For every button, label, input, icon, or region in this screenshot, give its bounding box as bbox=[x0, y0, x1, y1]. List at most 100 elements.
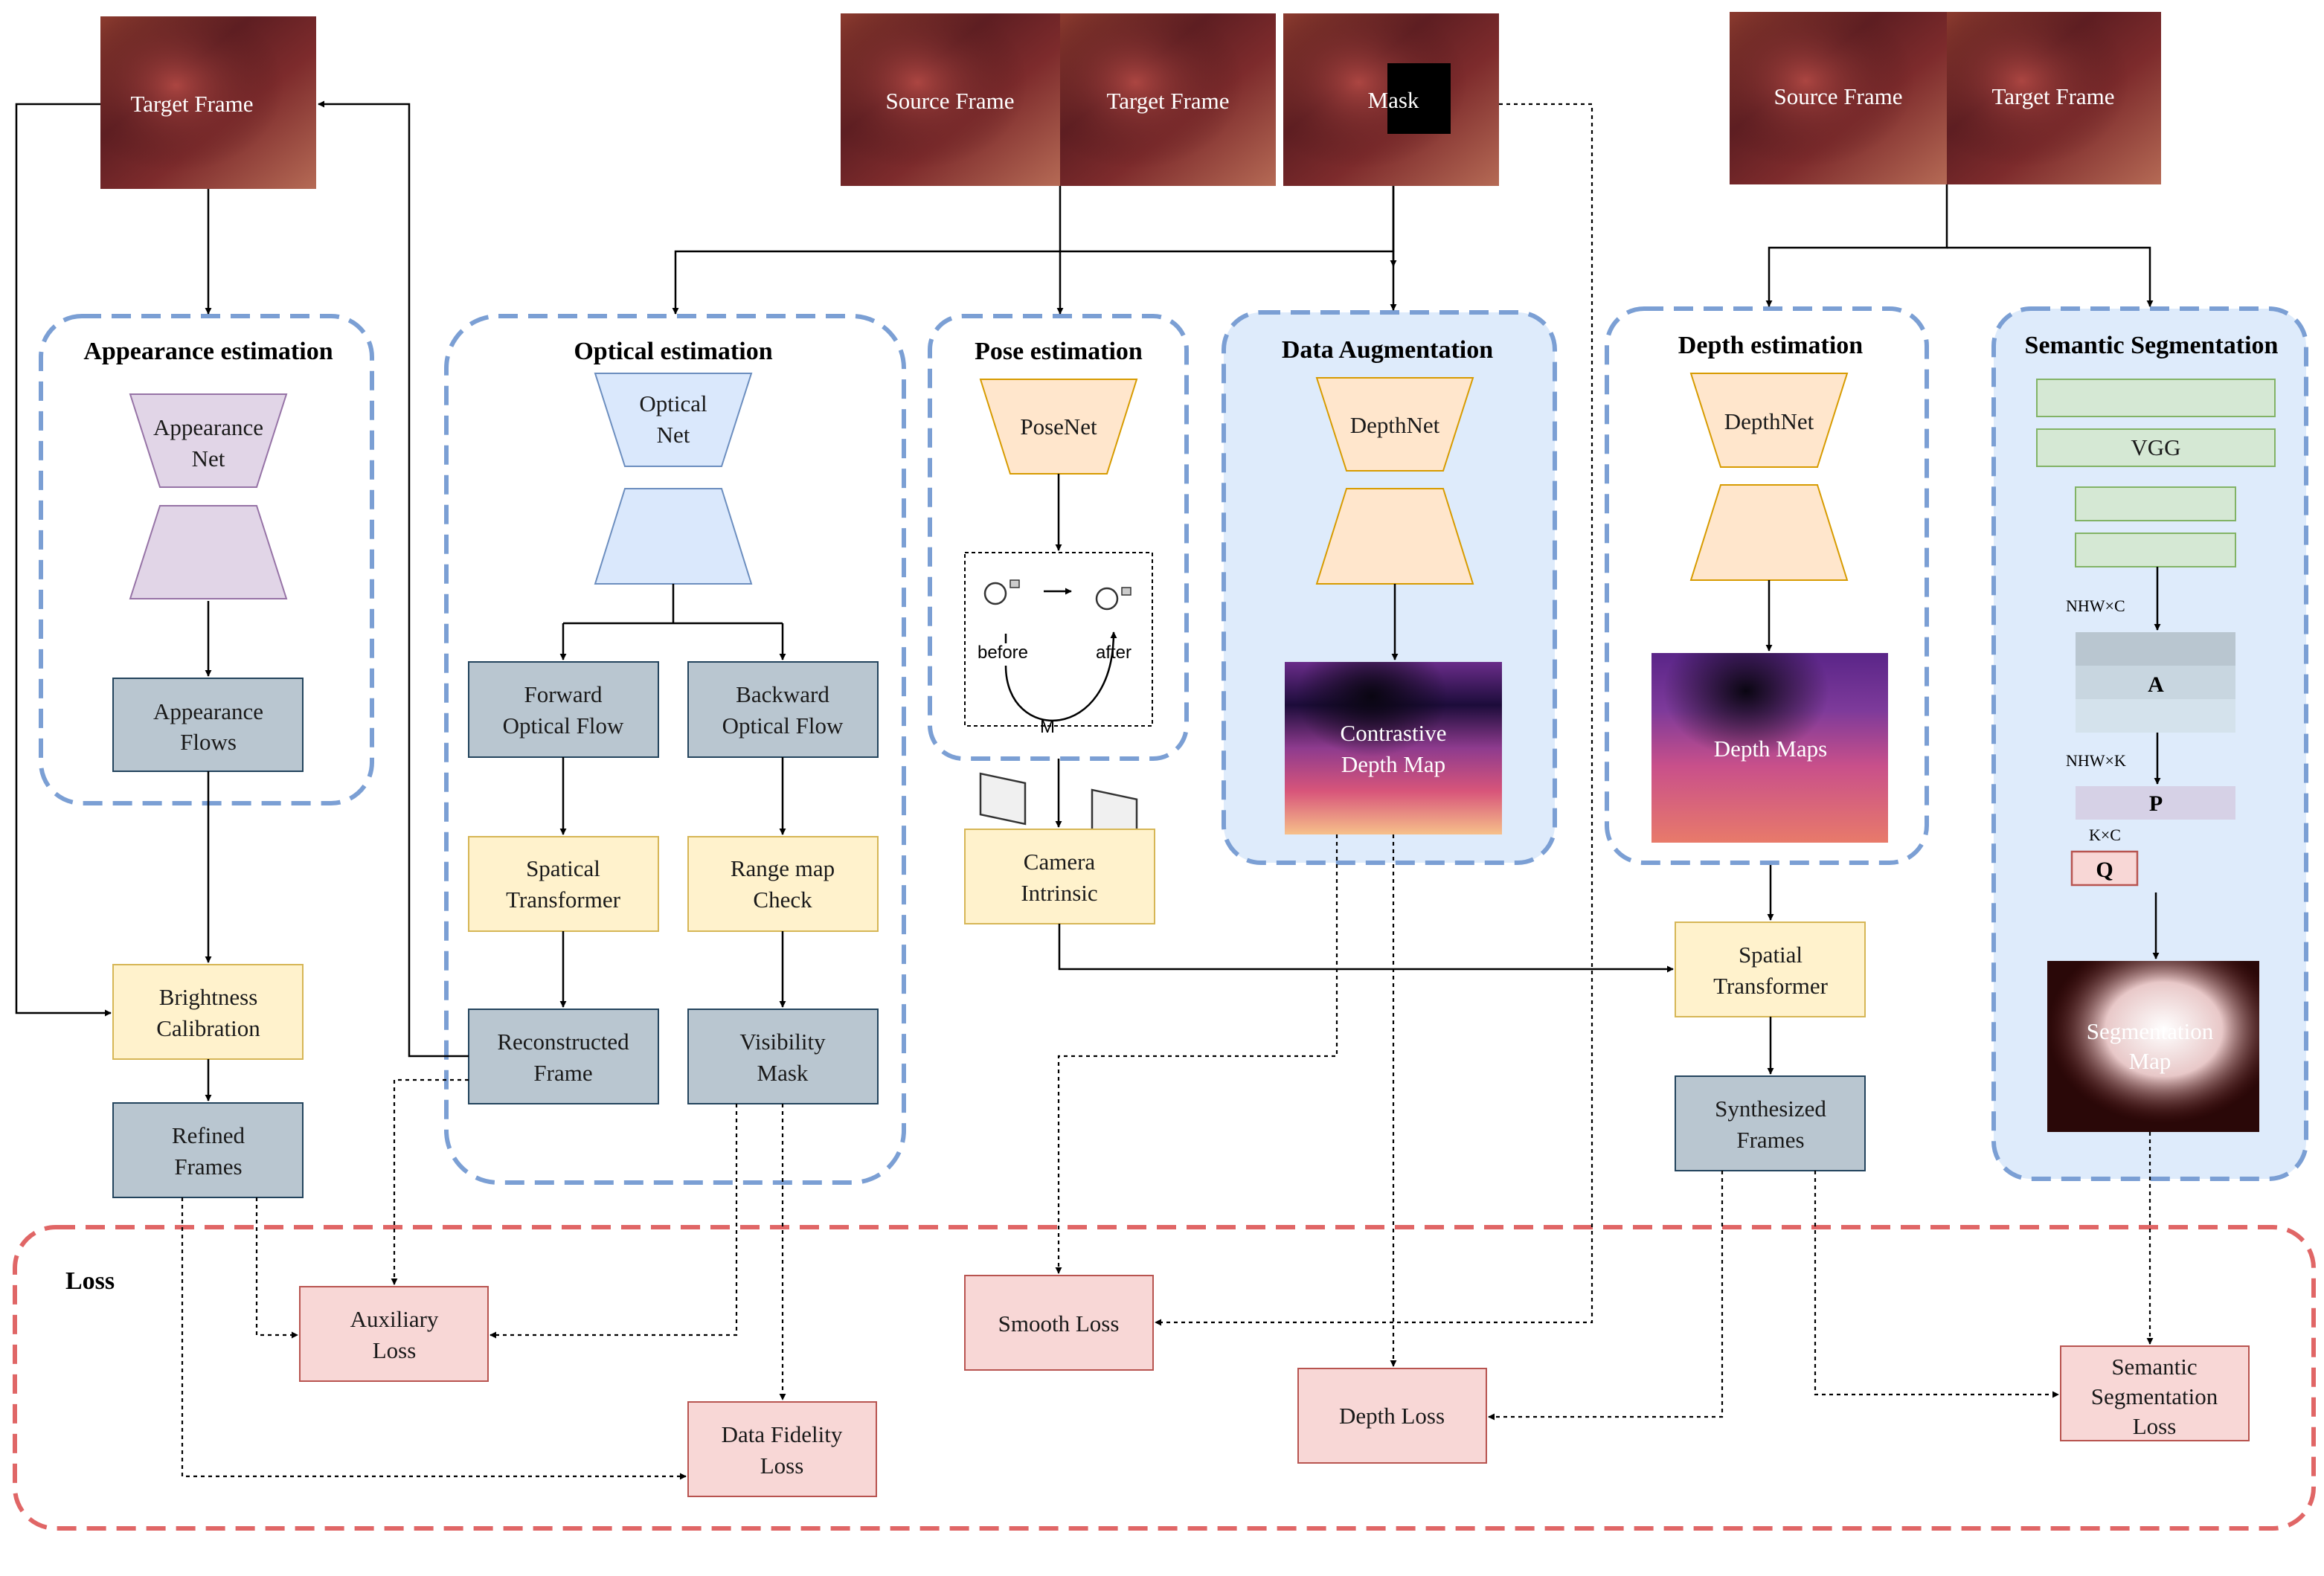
pose-source-frame: Source Frame bbox=[841, 13, 1060, 186]
svg-text:Reconstructed: Reconstructed bbox=[497, 1029, 629, 1055]
svg-text:Camera: Camera bbox=[1024, 849, 1096, 875]
backward-optical-flow-box: Backward Optical Flow bbox=[687, 661, 879, 758]
appearance-flows-box: Appearance Flows bbox=[112, 678, 304, 772]
depth-target-frame: Target Frame bbox=[1947, 12, 2161, 184]
motion-m-label: M bbox=[1040, 717, 1055, 737]
svg-text:Optical Flow: Optical Flow bbox=[722, 713, 844, 739]
svg-text:Target Frame: Target Frame bbox=[1991, 83, 2114, 109]
camera-before-icon bbox=[979, 579, 1027, 826]
depth-loss-box: Depth Loss bbox=[1297, 1368, 1487, 1464]
camera-motion-panel bbox=[964, 552, 1153, 727]
nhwk-label: NHW×K bbox=[2066, 751, 2126, 770]
camera-intrinsic-box: Camera Intrinsic bbox=[964, 829, 1155, 924]
data-fidelity-loss-box: Data Fidelity Loss bbox=[687, 1401, 877, 1497]
svg-text:VGG: VGG bbox=[2131, 434, 2180, 460]
svg-text:Data Fidelity: Data Fidelity bbox=[722, 1421, 843, 1447]
optical-module bbox=[444, 314, 906, 1185]
svg-text:Auxiliary: Auxiliary bbox=[350, 1306, 439, 1332]
svg-text:Optical: Optical bbox=[639, 390, 707, 416]
svg-text:Frames: Frames bbox=[1736, 1127, 1804, 1153]
svg-text:Contrastive: Contrastive bbox=[1341, 720, 1447, 746]
svg-text:Depth Loss: Depth Loss bbox=[1339, 1403, 1445, 1429]
svg-text:Loss: Loss bbox=[373, 1337, 417, 1363]
svg-text:Semantic: Semantic bbox=[2111, 1354, 2197, 1380]
brightness-calibration-box: Brightness Calibration bbox=[112, 964, 304, 1060]
svg-text:Frame: Frame bbox=[533, 1060, 592, 1086]
svg-text:Appearance: Appearance bbox=[153, 698, 263, 724]
svg-text:Mask: Mask bbox=[1368, 87, 1419, 113]
segmentation-map-image: Segmentation Map bbox=[2047, 961, 2259, 1132]
svg-text:Calibration: Calibration bbox=[156, 1015, 260, 1041]
vgg-layer-1 bbox=[2036, 379, 2276, 417]
augmentation-depthnet-decoder bbox=[1315, 488, 1474, 585]
depth-maps-image: Depth Maps bbox=[1651, 653, 1888, 843]
svg-text:Depth Map: Depth Map bbox=[1341, 751, 1445, 777]
svg-text:DepthNet: DepthNet bbox=[1350, 412, 1440, 438]
depth-module bbox=[1605, 306, 1929, 865]
svg-text:Loss: Loss bbox=[2133, 1413, 2177, 1439]
pose-title: Pose estimation bbox=[975, 338, 1143, 365]
svg-text:Check: Check bbox=[753, 887, 812, 913]
appearance-net-encoder: Appearance Net bbox=[129, 393, 288, 488]
spatial-transformer-box: Spatial Transformer bbox=[1675, 922, 1866, 1017]
svg-text:A: A bbox=[2148, 672, 2164, 697]
vgg-layer-4 bbox=[2075, 533, 2236, 567]
svg-text:Transformer: Transformer bbox=[506, 887, 621, 913]
forward-optical-flow-box: Forward Optical Flow bbox=[468, 661, 659, 758]
synthesized-frames-box: Synthesized Frames bbox=[1675, 1075, 1866, 1171]
range-map-check-box: Range map Check bbox=[687, 836, 879, 932]
svg-text:Mask: Mask bbox=[757, 1060, 809, 1086]
svg-text:Q: Q bbox=[2096, 858, 2113, 882]
loss-region bbox=[13, 1225, 2316, 1531]
matrix-p: P bbox=[2076, 786, 2235, 820]
visibility-mask-box: Visibility Mask bbox=[687, 1009, 879, 1104]
svg-text:Loss: Loss bbox=[760, 1453, 804, 1479]
reconstructed-frame-box: Reconstructed Frame bbox=[468, 1009, 659, 1104]
svg-text:Segmentation: Segmentation bbox=[2091, 1383, 2218, 1409]
refined-frames-box: Refined Frames bbox=[112, 1102, 304, 1198]
svg-text:Backward: Backward bbox=[736, 681, 829, 707]
before-label: before bbox=[978, 643, 1028, 663]
depth-depthnet-decoder bbox=[1689, 484, 1849, 581]
spatical-transformer-box: Spatical Transformer bbox=[468, 836, 659, 932]
appearance-title: Appearance estimation bbox=[83, 338, 333, 365]
svg-text:Visibility: Visibility bbox=[739, 1029, 826, 1055]
depth-depthnet-encoder: DepthNet bbox=[1689, 373, 1849, 468]
svg-text:Intrinsic: Intrinsic bbox=[1021, 880, 1097, 906]
contrastive-depth-map: Contrastive Depth Map bbox=[1285, 662, 1502, 834]
motion-curve bbox=[1004, 631, 1117, 722]
svg-text:Depth Maps: Depth Maps bbox=[1714, 736, 1827, 762]
svg-text:Target Frame: Target Frame bbox=[1106, 88, 1229, 114]
depth-title: Depth estimation bbox=[1678, 332, 1863, 359]
svg-text:Spatical: Spatical bbox=[526, 855, 600, 881]
augmentation-depthnet-encoder: DepthNet bbox=[1315, 377, 1474, 472]
svg-text:Map: Map bbox=[2129, 1048, 2171, 1074]
augmentation-title: Data Augmentation bbox=[1282, 336, 1493, 364]
svg-text:Optical Flow: Optical Flow bbox=[503, 713, 624, 739]
svg-text:Appearance: Appearance bbox=[153, 414, 263, 440]
pose-module bbox=[928, 314, 1189, 761]
svg-text:Frames: Frames bbox=[174, 1154, 242, 1180]
kc-label: K×C bbox=[2089, 826, 2121, 844]
mask-frame: Mask bbox=[1283, 13, 1499, 186]
svg-text:PoseNet: PoseNet bbox=[1020, 414, 1097, 440]
svg-text:Net: Net bbox=[192, 446, 225, 472]
camera-after-icon bbox=[1091, 587, 1138, 842]
appearance-net-decoder bbox=[129, 505, 288, 599]
solid-connectors bbox=[15, 100, 2161, 1101]
optical-title: Optical estimation bbox=[574, 338, 772, 365]
svg-text:Flows: Flows bbox=[180, 729, 237, 755]
smooth-loss-box: Smooth Loss bbox=[964, 1275, 1154, 1371]
semantic-segmentation-loss-box: Semantic Segmentation Loss bbox=[2060, 1345, 2250, 1441]
auxiliary-loss-box: Auxiliary Loss bbox=[299, 1286, 489, 1382]
nhwc-label: NHW×C bbox=[2066, 596, 2125, 615]
svg-text:DepthNet: DepthNet bbox=[1724, 408, 1814, 434]
svg-text:Target Frame: Target Frame bbox=[130, 91, 253, 117]
svg-text:Net: Net bbox=[657, 422, 690, 448]
matrix-a: A bbox=[2076, 632, 2235, 733]
matrix-q: Q bbox=[2070, 850, 2139, 887]
vgg-layer-3 bbox=[2075, 486, 2236, 521]
svg-text:P: P bbox=[2149, 791, 2163, 816]
appearance-target-frame: Target Frame bbox=[100, 16, 316, 189]
